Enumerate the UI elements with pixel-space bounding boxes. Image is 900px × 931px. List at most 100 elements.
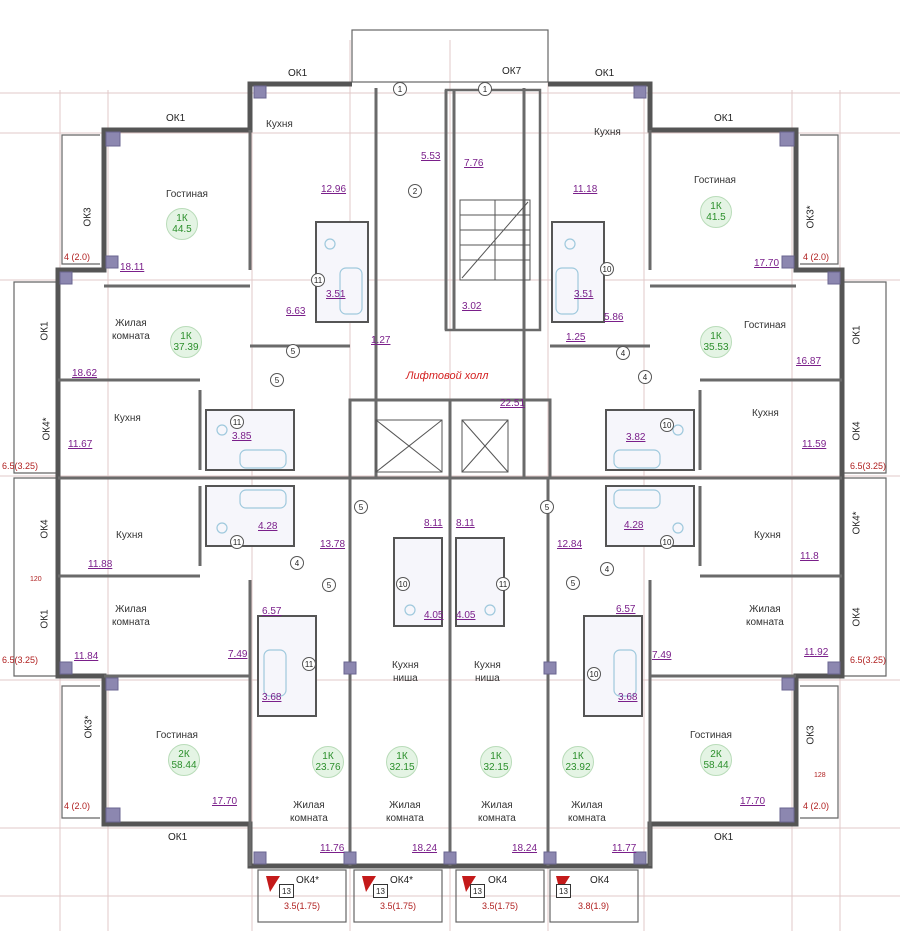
- balcony-number: 13: [470, 884, 485, 898]
- room-name: Жилая комната: [478, 800, 516, 824]
- room-name: Гостиная: [156, 730, 198, 741]
- balcony-number: 13: [279, 884, 294, 898]
- window-label: ОК1: [288, 68, 308, 79]
- window-label: ОК4*: [390, 875, 414, 886]
- fixtures: [216, 238, 684, 697]
- window-label: ОК1: [714, 832, 734, 843]
- window-label: ОК1: [39, 609, 51, 629]
- room-area: 4.28: [624, 520, 644, 531]
- room-name: Кухня: [266, 119, 293, 130]
- window-label: ОК4: [590, 875, 610, 886]
- room-area: 1.25: [566, 332, 586, 343]
- marker: 10: [660, 535, 674, 549]
- room-area: 11.77: [612, 843, 637, 854]
- window-label: ОК4: [851, 607, 863, 627]
- apartment-type: 2К: [178, 748, 190, 760]
- room-area: 11.88: [88, 559, 113, 570]
- balcony-number: 13: [556, 884, 571, 898]
- marker: 1: [393, 82, 407, 96]
- marker: 5: [286, 344, 300, 358]
- room-name: Гостиная: [166, 189, 208, 200]
- columns: [59, 85, 841, 865]
- room-name: Жилая комната: [568, 800, 606, 824]
- room-area: 8.11: [424, 518, 443, 529]
- room-area: 12.84: [557, 539, 583, 550]
- marker: 4: [290, 556, 304, 570]
- apartment-type: 1К: [572, 750, 584, 762]
- window-label: ОК4*: [851, 511, 863, 535]
- window-label: ОК1: [39, 321, 51, 341]
- elevators: [375, 419, 509, 473]
- room-area: 13.78: [320, 539, 346, 550]
- room-area: 3.02: [462, 301, 482, 312]
- marker: 10: [587, 667, 601, 681]
- room-name: Кухня ниша: [474, 660, 501, 684]
- room-area: 1.27: [371, 335, 391, 346]
- room-area: 17.70: [754, 258, 780, 269]
- apartment-area: 37.39: [173, 342, 199, 353]
- marker: 5: [566, 576, 580, 590]
- room-area: 7.49: [228, 649, 248, 660]
- window-label: ОК3: [805, 725, 817, 745]
- hall-label: Лифтовой холл: [406, 370, 489, 382]
- window-label: ОК3*: [83, 715, 95, 739]
- marker: 11: [302, 657, 316, 671]
- room-area: 17.70: [740, 796, 766, 807]
- balcony-label: 6.5(3.25): [2, 461, 39, 471]
- apartment-area: 32.15: [389, 762, 415, 773]
- marker: 5: [322, 578, 336, 592]
- apartment-area: 23.76: [315, 762, 341, 773]
- balcony-label: 3.5(1.75): [482, 901, 519, 911]
- room-area: 6.57: [262, 606, 282, 617]
- apartment-area: 58.44: [703, 760, 729, 771]
- room-name: Кухня: [754, 530, 781, 541]
- apartment-area: 35.53: [703, 342, 729, 353]
- room-area: 22.51: [500, 398, 526, 409]
- room-name: Жилая комната: [746, 604, 784, 628]
- room-area: 7.76: [464, 158, 484, 169]
- room-area: 11.18: [573, 184, 598, 195]
- apartment-type: 2К: [710, 748, 722, 760]
- room-area: 11.8: [800, 551, 819, 562]
- window-label: ОК4*: [41, 417, 53, 441]
- room-name: Жилая комната: [112, 318, 150, 342]
- marker: 10: [660, 418, 674, 432]
- room-area: 17.70: [212, 796, 238, 807]
- room-area: 3.68: [618, 692, 638, 703]
- window-label: ОК4: [39, 519, 51, 539]
- window-label: ОК4*: [296, 875, 320, 886]
- room-area: 5.53: [421, 151, 441, 162]
- room-area: 18.24: [512, 843, 538, 854]
- room-area: 11.92: [804, 647, 829, 658]
- room-area: 11.59: [802, 439, 827, 450]
- room-area: 11.84: [74, 651, 99, 662]
- balcony-label: 3.5(1.75): [380, 901, 417, 911]
- apartment-type: 1К: [176, 212, 188, 224]
- room-name: Кухня: [114, 413, 141, 424]
- room-area: 11.67: [68, 439, 93, 450]
- room-name: Гостиная: [694, 175, 736, 186]
- balcony-label: 3.5(1.75): [284, 901, 321, 911]
- apartment-area: 23.92: [565, 762, 591, 773]
- room-area: 11.76: [320, 843, 345, 854]
- room-name: Жилая комната: [386, 800, 424, 824]
- balcony-label: 3.8(1.9): [578, 901, 610, 911]
- room-name: Гостиная: [690, 730, 732, 741]
- marker: 11: [230, 415, 244, 429]
- balconies: [13, 29, 887, 923]
- marker: 5: [540, 500, 554, 514]
- room-name: Кухня: [594, 127, 621, 138]
- room-area: 7.49: [652, 650, 672, 661]
- room-area: 18.24: [412, 843, 438, 854]
- marker: 11: [230, 535, 244, 549]
- room-area: 8.11: [456, 518, 475, 529]
- room-area: 3.82: [626, 432, 646, 443]
- room-area: 5.86: [604, 312, 624, 323]
- apartment-area: 41.5: [706, 212, 726, 223]
